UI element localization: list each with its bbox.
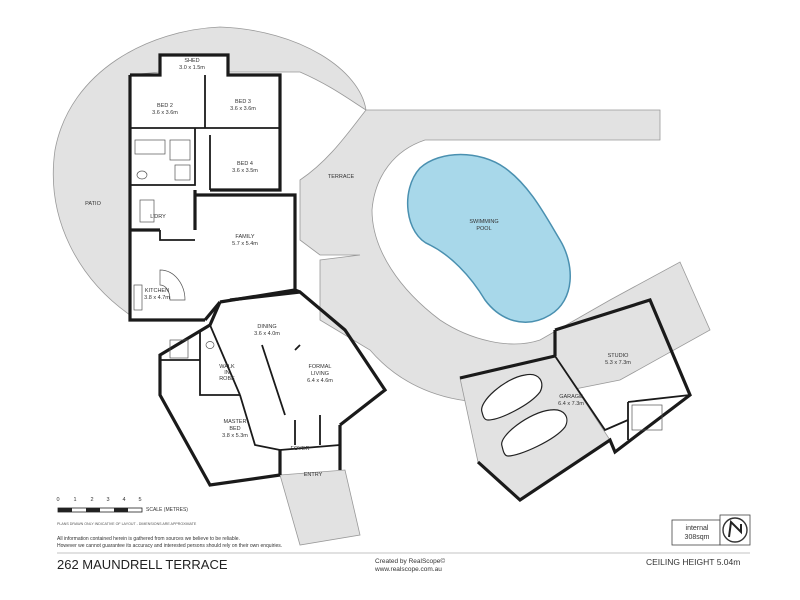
room-label-bed2: BED 2 [157, 103, 173, 109]
internal-area: internal 308sqm [673, 524, 721, 542]
room-label-formal-living-2: LIVING [311, 371, 329, 377]
ensuite-toilet-icon [205, 341, 215, 349]
outdoor-paving [52, 26, 711, 546]
scale-tick-5: 5 [138, 497, 141, 503]
studio-bathroom-icon [631, 404, 663, 431]
swimming-pool [407, 153, 571, 323]
scale-bar: 0 1 2 3 4 5 [56, 497, 143, 513]
interior-walls [130, 75, 341, 451]
car-icon [501, 409, 568, 457]
room-size-formal-living: 6.4 x 4.6m [307, 378, 333, 384]
room-label-wir-3: ROBE [219, 376, 235, 382]
room-label-bed3: BED 3 [235, 99, 251, 105]
ensuite-shower-icon [169, 339, 189, 359]
ceiling-height: CEILING HEIGHT 5.04m [646, 557, 741, 567]
area-label-pool-2: POOL [476, 226, 491, 232]
room-label-master-1: MASTER [224, 419, 247, 425]
area-label-patio: PATIO [85, 201, 101, 207]
bathtub-icon [134, 139, 166, 155]
room-label-laundry: L'DRY [150, 214, 166, 220]
room-labels: SHED 3.0 x 1.5m BED 2 3.6 x 3.6m BED 3 3… [85, 58, 631, 478]
room-size-family: 5.7 x 5.4m [232, 241, 258, 247]
credits: Created by RealScope© www.realscope.com.… [375, 558, 445, 574]
property-address: 262 MAUNDRELL TERRACE [57, 557, 228, 572]
car-icon [481, 373, 543, 421]
internal-value: 308sqm [684, 534, 710, 541]
area-label-terrace: TERRACE [328, 174, 355, 180]
room-size-garage: 6.4 x 7.3m [558, 401, 584, 407]
room-size-dining: 3.6 x 4.0m [254, 331, 280, 337]
scale-tick-1: 1 [73, 497, 76, 503]
disclaimer-line-1: All information contained herein is gath… [57, 536, 240, 542]
room-label-garage: GARAGE [559, 394, 583, 400]
room-label-studio: STUDIO [608, 353, 630, 359]
room-size-shed: 3.0 x 1.5m [179, 65, 205, 71]
shower-icon [169, 139, 191, 161]
scale-label: SCALE (METRES) [146, 507, 188, 513]
scale-tick-4: 4 [122, 497, 125, 503]
scale-tick-3: 3 [106, 497, 109, 503]
stove-icon [133, 284, 143, 311]
room-label-shed: SHED [184, 58, 199, 64]
vanity-icon [174, 164, 191, 181]
room-label-master-2: BED [229, 426, 240, 432]
room-label-wir-2: IN [224, 370, 230, 376]
car-icons [481, 373, 568, 457]
room-label-dining: DINING [257, 324, 276, 330]
toilet-icon [136, 170, 148, 180]
scale-tick-0: 0 [56, 497, 59, 503]
bathroom-fixtures [133, 139, 215, 359]
room-size-studio: 5.3 x 7.3m [605, 360, 631, 366]
room-label-wir-1: WALK [219, 364, 235, 370]
terrace-walkway [299, 109, 711, 403]
room-label-family: FAMILY [235, 234, 254, 240]
kitchen-island-icon [159, 269, 186, 301]
room-size-bed3: 3.6 x 3.6m [230, 106, 256, 112]
credits-line-1: Created by RealScope© [375, 558, 446, 565]
north-arrow-icon [719, 514, 751, 546]
internal-label: internal [685, 525, 709, 532]
room-size-bed4: 3.6 x 3.5m [232, 168, 258, 174]
room-label-formal-living-1: FORMAL [309, 364, 332, 370]
disclaimer-line-2: However we cannot guarantee its accuracy… [57, 543, 283, 549]
room-label-kitchen: KITCHEN [145, 288, 169, 294]
studio-garage-building [459, 298, 692, 503]
room-label-foyer: FOYER [291, 446, 310, 452]
entry-path [279, 469, 361, 546]
house-walls [128, 53, 388, 487]
scale-note: PLANS DRAWN ONLY INDICATIVE OF LAYOUT - … [57, 522, 197, 526]
disclaimer: All information contained herein is gath… [57, 536, 282, 550]
scale-tick-2: 2 [90, 497, 93, 503]
room-label-entry: ENTRY [304, 472, 323, 478]
area-label-pool-1: SWIMMING [469, 219, 498, 225]
room-size-kitchen: 3.8 x 4.7m [144, 295, 170, 301]
credits-line-2: www.realscope.com.au [375, 566, 442, 573]
laundry-tub-icon [139, 199, 155, 223]
room-size-master: 3.8 x 5.3m [222, 433, 248, 439]
room-label-bed4: BED 4 [237, 161, 253, 167]
room-size-bed2: 3.6 x 3.6m [152, 110, 178, 116]
